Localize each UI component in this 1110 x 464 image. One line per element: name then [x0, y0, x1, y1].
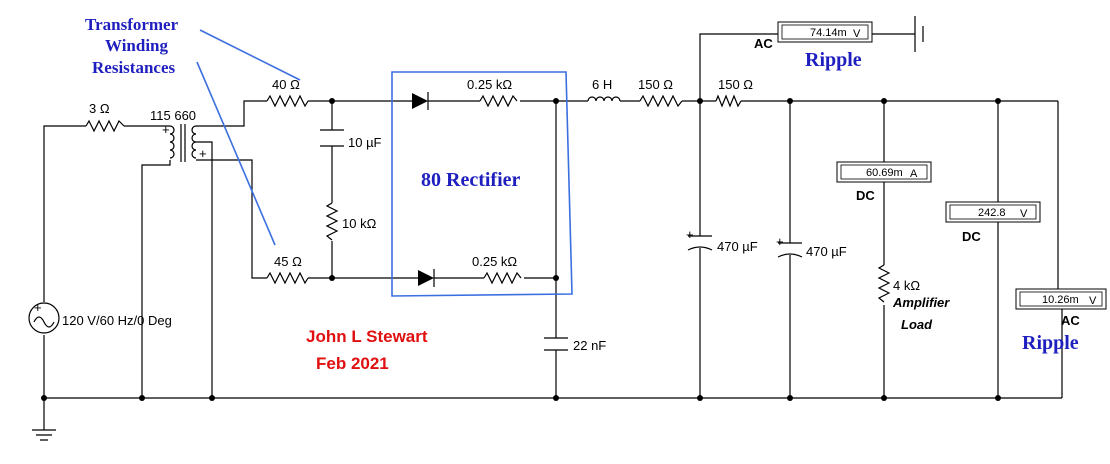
choke-label: 6 H	[592, 77, 612, 92]
capacitor-22nf: 22 nF	[544, 337, 606, 353]
meter-ripple-top-mode: AC	[754, 36, 773, 51]
meter-current-unit: A	[910, 168, 918, 180]
source-label: 120 V/60 Hz/0 Deg	[62, 313, 172, 328]
r-150-b-label: 150 Ω	[718, 77, 753, 92]
wires	[32, 33, 1063, 441]
transformer: + + 115 660	[150, 108, 207, 162]
rectifier-resistor-top: 0.25 kΩ	[467, 77, 518, 108]
annotation-ripple-top: Ripple	[805, 49, 862, 71]
capacitor-10uf: 10 µF	[320, 129, 382, 150]
load-line2-label: Load	[901, 317, 933, 332]
cap-470-b-label: 470 µF	[806, 244, 847, 259]
author-date: Feb 2021	[316, 354, 389, 373]
r-wind-top-label: 40 Ω	[272, 77, 300, 92]
svg-text:+: +	[162, 122, 170, 137]
meter-ripple-top-unit: V	[853, 28, 861, 40]
meter-ripple-right: 10.26m V AC	[1015, 288, 1107, 328]
author-name: John L Stewart	[306, 327, 428, 346]
diode-bottom	[418, 269, 435, 287]
load-line1-label: Amplifier	[892, 295, 950, 310]
choke-inductor: 6 H	[587, 77, 621, 102]
load-resistor: 4 kΩ Amplifier Load	[877, 264, 950, 332]
meter-ripple-top-value: 74.14m	[810, 27, 847, 39]
meter-current: 60.69m A DC	[836, 161, 932, 203]
rectifier-box	[391, 71, 573, 297]
meter-dc-voltage-value: 242.8	[978, 207, 1006, 219]
svg-text:+: +	[34, 300, 42, 315]
meter-ripple-right-value: 10.26m	[1042, 294, 1079, 306]
load-res-label: 4 kΩ	[893, 278, 920, 293]
transformer-label: 115 660	[150, 108, 196, 123]
ground-plate-top	[914, 16, 924, 52]
resistor-winding-top: 40 Ω	[266, 77, 309, 108]
rect-r-top-label: 0.25 kΩ	[467, 77, 512, 92]
svg-text:+: +	[199, 146, 207, 161]
cap-22nf-label: 22 nF	[573, 338, 606, 353]
resistor-source: 3 Ω	[85, 101, 125, 133]
r-150-a-label: 150 Ω	[638, 77, 673, 92]
meter-ripple-top: 74.14m V AC	[754, 21, 873, 51]
resistor-150-b: 150 Ω	[715, 77, 753, 108]
resistor-150-a: 150 Ω	[638, 77, 683, 108]
annotation-transformer: Transformer	[85, 15, 179, 34]
res-10k-label: 10 kΩ	[342, 216, 377, 231]
meter-dc-voltage-unit: V	[1020, 208, 1028, 220]
meter-current-mode: DC	[856, 188, 875, 203]
meter-dc-voltage-mode: DC	[962, 229, 981, 244]
capacitor-470uf-a: + 470 µF	[686, 227, 758, 254]
resistor-winding-bottom: 45 Ω	[266, 254, 309, 285]
meter-current-value: 60.69m	[866, 167, 903, 179]
cap-10uf-label: 10 µF	[348, 135, 382, 150]
meter-ripple-right-unit: V	[1089, 295, 1097, 307]
svg-text:+: +	[776, 234, 784, 249]
ac-source: + 120 V/60 Hz/0 Deg	[28, 300, 172, 334]
diode-top	[412, 92, 429, 110]
annotation-winding: Winding	[105, 36, 169, 55]
r-wind-bottom-label: 45 Ω	[274, 254, 302, 269]
cap-470-a-label: 470 µF	[717, 239, 758, 254]
meter-ripple-right-mode: AC	[1061, 313, 1080, 328]
meter-dc-voltage: 242.8 V DC	[945, 201, 1041, 244]
rectifier-resistor-bottom: 0.25 kΩ	[472, 254, 522, 285]
capacitor-470uf-b: + 470 µF	[776, 234, 847, 259]
annotation-ripple-right: Ripple	[1022, 332, 1079, 354]
svg-text:+: +	[686, 227, 694, 242]
annotation-resistances: Resistances	[92, 58, 175, 77]
rect-r-bottom-label: 0.25 kΩ	[472, 254, 517, 269]
winding-pointer-lines	[196, 29, 301, 246]
annotation-80-rectifier: 80 Rectifier	[421, 169, 521, 191]
r-source-label: 3 Ω	[89, 101, 110, 116]
resistor-10k: 10 kΩ	[325, 202, 377, 241]
